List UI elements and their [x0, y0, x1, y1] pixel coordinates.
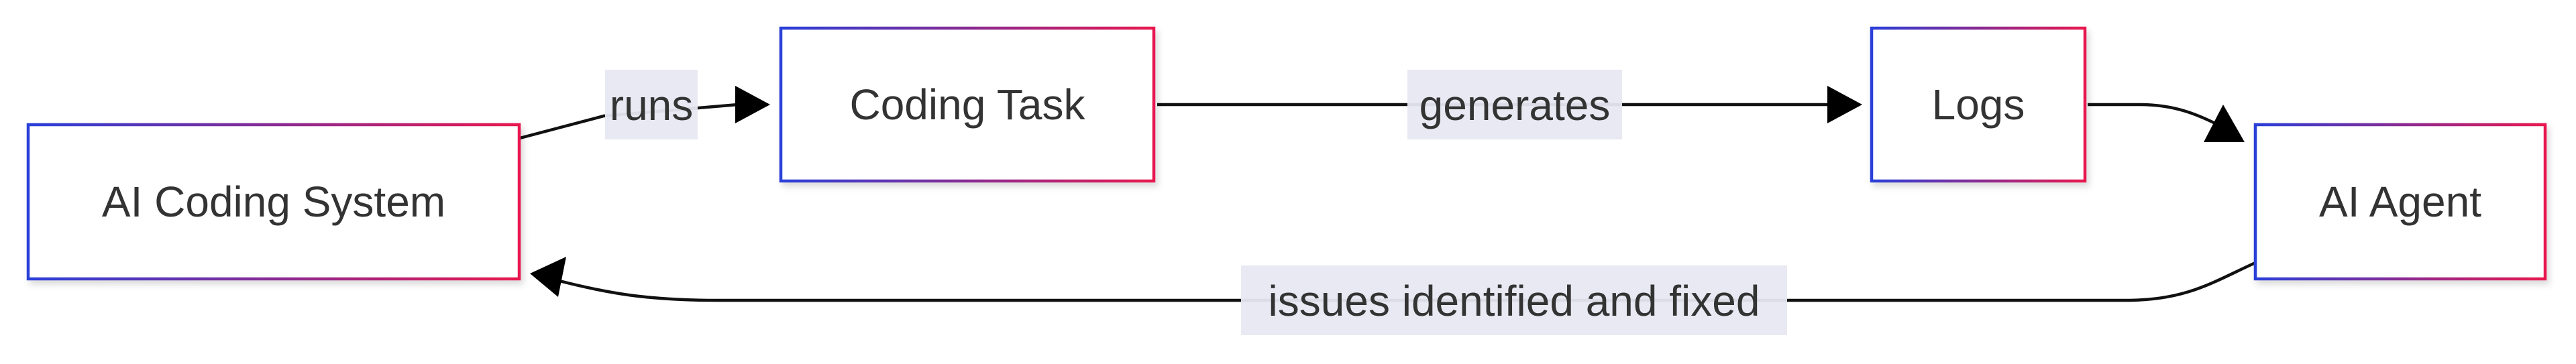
edge-logs-to-agent [2088, 103, 2245, 142]
edge-generates-arrowhead [1827, 86, 1862, 123]
edge-runs-label-bg [605, 70, 698, 139]
edge-issues-fixed-line [556, 261, 2256, 302]
edge-generates-label: generates [1419, 81, 1611, 129]
edge-generates: generates [1157, 70, 1862, 139]
edge-issues-fixed-arrowhead [530, 257, 566, 297]
node-ai-agent-box [2253, 123, 2547, 281]
node-ai-coding-system-label: AI Coding System [102, 178, 445, 226]
node-coding-task-label: Coding Task [849, 80, 1085, 129]
edge-issues-fixed: issues identified and fixed [530, 257, 2256, 335]
node-logs-box [1870, 26, 2087, 183]
node-ai-agent[interactable]: AI Agent [2253, 123, 2547, 281]
node-coding-task[interactable]: Coding Task [779, 26, 1156, 183]
edge-runs-label: runs [610, 81, 694, 129]
node-logs-label: Logs [1932, 80, 2025, 129]
node-logs[interactable]: Logs [1870, 26, 2087, 183]
edge-generates-label-bg [1407, 70, 1622, 139]
edge-logs-to-agent-arrowhead [2204, 105, 2245, 142]
node-coding-task-box [779, 26, 1156, 183]
edge-runs-arrowhead [735, 86, 770, 123]
node-ai-coding-system-box [26, 123, 521, 281]
node-ai-coding-system[interactable]: AI Coding System [26, 123, 521, 281]
edge-issues-fixed-label-bg [1241, 265, 1787, 335]
edge-logs-to-agent-line [2088, 103, 2222, 128]
edge-issues-fixed-label: issues identified and fixed [1269, 277, 1760, 325]
edge-runs: runs [519, 70, 770, 140]
node-ai-agent-label: AI Agent [2319, 178, 2481, 226]
